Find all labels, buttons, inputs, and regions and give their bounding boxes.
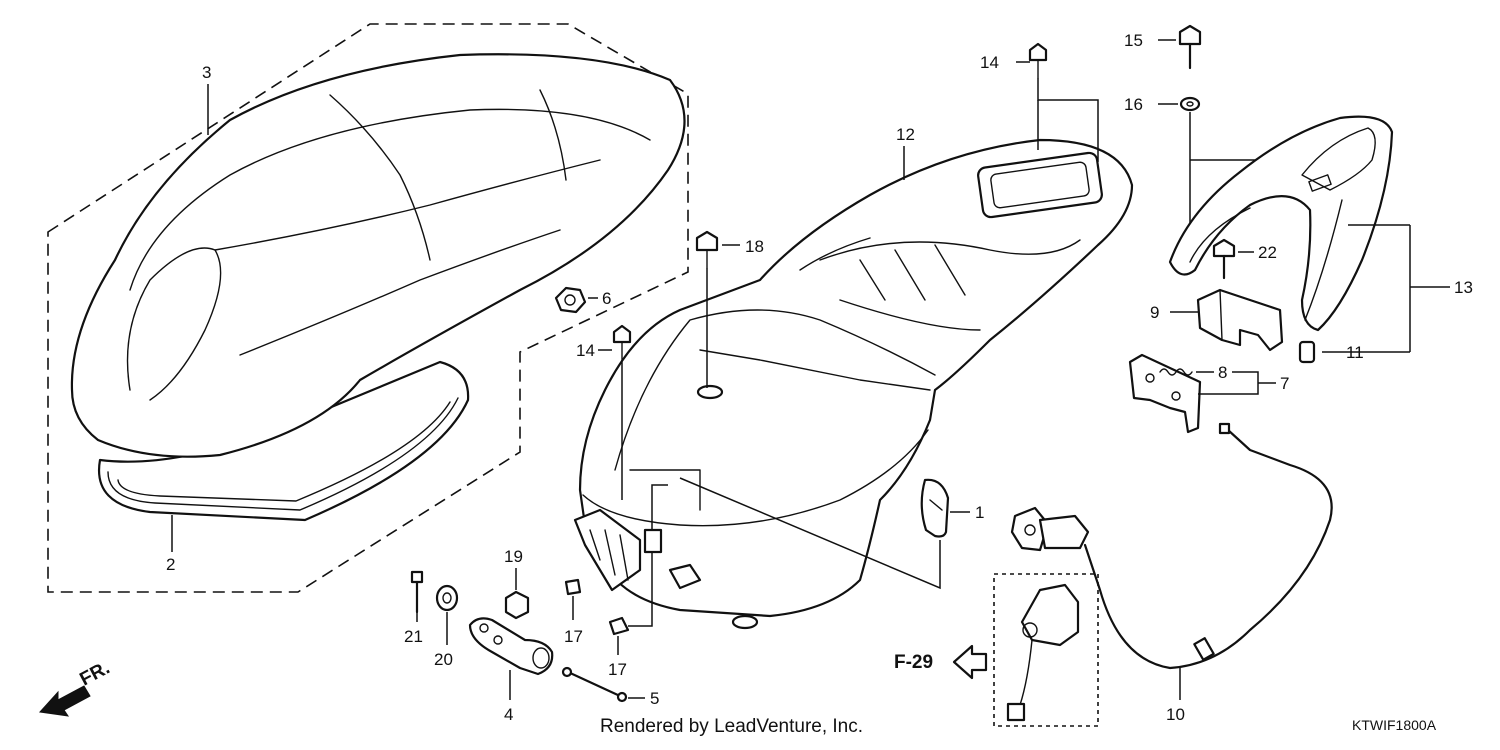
bolt-18-part [695,230,719,269]
front-label: FR. [76,658,113,691]
callout-21: 21 [404,627,423,646]
callout-17-left: 17 [564,627,583,646]
callout-8: 8 [1218,363,1227,382]
pin-part [561,666,628,703]
bracket-part [1196,288,1284,352]
callout-11: 11 [1346,343,1364,362]
credit-text: Rendered by LeadVenture, Inc. [600,716,863,737]
callout-22: 22 [1258,243,1277,262]
seat-lock-cable-part [1083,428,1333,670]
callout-3: 3 [202,63,211,82]
seat-part[interactable] [70,53,686,458]
seat-group-outline [47,23,689,593]
reference-arrow-icon [952,644,988,680]
callout-4: 4 [504,705,513,724]
bolt-21-part [410,570,424,614]
bolt-14-lower-part [612,324,632,361]
diagram-code: KTWIF1800A [1352,717,1437,733]
key-cylinder-part [1010,506,1090,552]
hinge-part [468,617,554,676]
reference-label: F-29 [894,652,933,673]
callout-10: 10 [1166,705,1185,724]
callout-1: 1 [975,503,984,522]
callout-2: 2 [166,555,175,574]
washer-part [1179,96,1201,112]
optional-part-box [993,573,1099,727]
callout-14-lower: 14 [576,341,595,360]
callout-7: 7 [1280,374,1289,393]
callout-6: 6 [602,289,611,308]
callout-14-upper: 14 [980,53,999,72]
switch-part [1006,583,1080,722]
seat-lock-part [1128,353,1202,434]
clip-17-left-part [564,578,582,596]
callout-15: 15 [1124,31,1143,50]
rubber-part [920,478,950,538]
callout-12: 12 [896,125,915,144]
callout-13: 13 [1454,278,1473,297]
bolt-22-part [1212,238,1236,280]
callout-17-right: 17 [608,660,627,679]
luggage-box-part[interactable] [578,138,1134,618]
callout-18: 18 [745,237,764,256]
callout-5: 5 [650,689,659,708]
nut-part [554,286,587,314]
clip-17-right-part [608,616,630,636]
collar-11-part [1298,340,1316,364]
bolt-15-part [1178,24,1202,70]
nut-19-part [504,590,530,620]
bolt-14-upper-part [1028,42,1048,79]
collar-20-part [435,584,459,612]
callout-9: 9 [1150,303,1159,322]
front-direction-arrow-icon [39,685,91,717]
callout-20: 20 [434,650,453,669]
callout-16: 16 [1124,95,1143,114]
callout-19: 19 [504,547,523,566]
